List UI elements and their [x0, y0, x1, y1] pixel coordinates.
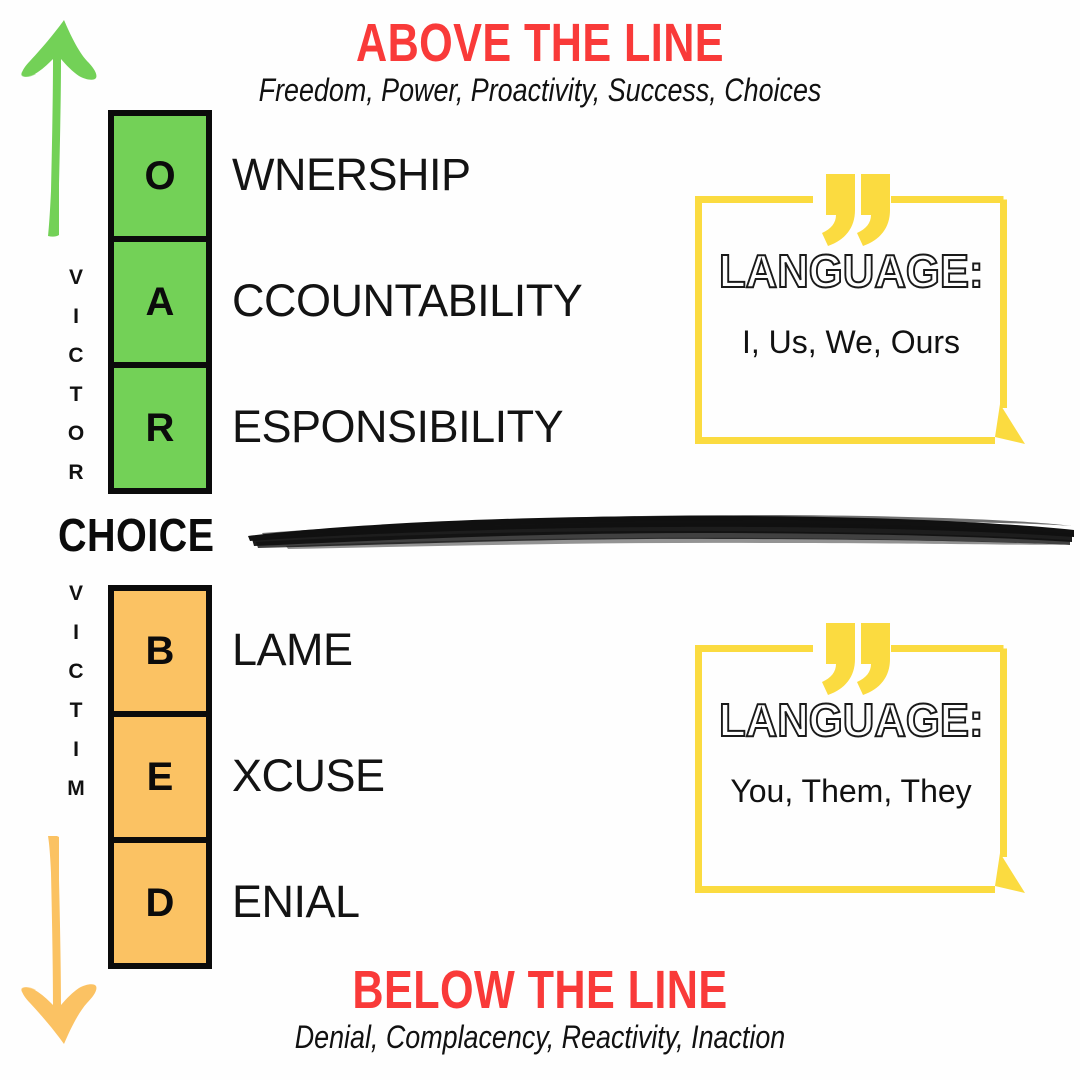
bed-word-denial: ENIAL [232, 875, 360, 927]
oar-row-responsibility: R ESPONSIBILITY [114, 362, 564, 488]
victim-letter: C [68, 660, 84, 683]
above-the-line-banner: ABOVE THE LINE Freedom, Power, Proactivi… [0, 13, 1080, 109]
victim-letter: I [73, 738, 79, 761]
bed-letter-column: B LAME E XCUSE D ENIAL [108, 585, 385, 969]
oar-letter-column: O WNERSHIP A CCOUNTABILITY R ESPONSIBILI… [108, 110, 583, 494]
victim-letter: V [68, 582, 83, 605]
bed-row-denial: D ENIAL [114, 837, 360, 963]
oar-row-ownership: O WNERSHIP [114, 116, 471, 236]
arrow-up-brush-icon [21, 20, 97, 237]
below-the-line-subtitle: Denial, Complacency, Reactivity, Inactio… [294, 1019, 786, 1056]
oar-row-accountability: A CCOUNTABILITY [114, 236, 583, 362]
bed-word-blame: LAME [232, 623, 353, 675]
choice-divider-label: CHOICE [58, 509, 215, 561]
oar-word-accountability: CCOUNTABILITY [232, 274, 583, 326]
above-the-line-language-callout: LANGUAGE: I, Us, We, Ours [695, 174, 1025, 444]
callout-tail [995, 853, 1025, 893]
language-words: I, Us, We, Ours [741, 324, 961, 360]
oar-initial-r: R [145, 406, 175, 450]
bed-initial-d: D [145, 881, 175, 925]
victor-letter: I [73, 305, 79, 328]
above-the-line-title: ABOVE THE LINE [355, 13, 725, 73]
language-heading: LANGUAGE: [718, 693, 985, 747]
oar-word-responsibility: ESPONSIBILITY [232, 400, 564, 452]
language-heading: LANGUAGE: [718, 244, 985, 298]
above-the-line-subtitle: Freedom, Power, Proactivity, Success, Ch… [258, 72, 822, 109]
victim-letter: T [69, 699, 83, 722]
callout-content: LANGUAGE: I, Us, We, Ours [695, 196, 1007, 444]
oar-initial-o: O [144, 154, 176, 198]
bed-word-excuse: XCUSE [232, 749, 385, 801]
victor-letter: O [67, 422, 85, 445]
victor-letter: T [69, 383, 83, 406]
victim-letter: I [73, 621, 79, 644]
victor-letter: C [68, 344, 84, 367]
quotation-mark-icon [822, 623, 890, 695]
callout-content: LANGUAGE: You, Them, They [695, 645, 1007, 893]
below-the-line-title: BELOW THE LINE [352, 960, 728, 1020]
bed-row-blame: B LAME [114, 591, 353, 711]
below-the-line-banner: BELOW THE LINE Denial, Complacency, Reac… [0, 960, 1080, 1056]
language-words: You, Them, They [730, 773, 972, 809]
below-the-line-language-callout: LANGUAGE: You, Them, They [695, 623, 1025, 893]
victor-letter: V [68, 266, 83, 289]
bed-initial-b: B [145, 629, 175, 673]
callout-tail [995, 404, 1025, 444]
arrow-down-brush-icon [21, 836, 97, 1044]
callout-frame [695, 174, 1025, 444]
victim-letter: M [67, 777, 85, 800]
bed-row-excuse: E XCUSE [114, 711, 385, 837]
oar-word-ownership: WNERSHIP [232, 148, 471, 200]
victor-vertical-label: V I C T O R [56, 258, 96, 492]
quotation-mark-icon [822, 174, 890, 246]
callout-frame [695, 623, 1025, 893]
bed-initial-e: E [146, 755, 174, 799]
oar-initial-a: A [145, 280, 175, 324]
brush-stroke-divider-icon [248, 515, 1074, 549]
victim-vertical-label: V I C T I M [56, 574, 96, 808]
victor-letter: R [68, 461, 84, 484]
